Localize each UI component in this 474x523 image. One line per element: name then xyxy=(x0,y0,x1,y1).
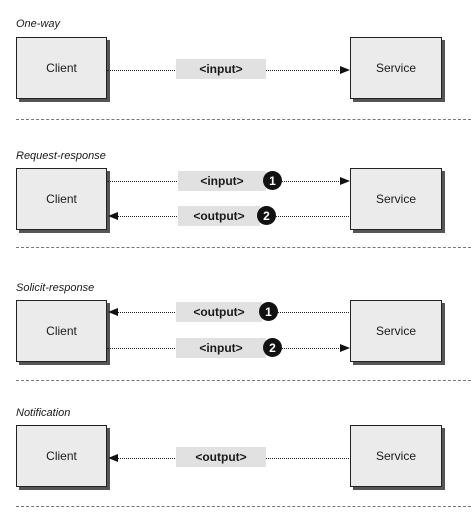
arrow-head-right xyxy=(340,344,350,352)
service-box: Service xyxy=(350,425,442,487)
message-input: <input> xyxy=(176,338,266,358)
section-title-one-way: One-way xyxy=(16,18,61,30)
service-box: Service xyxy=(350,37,442,99)
message-output: <output> xyxy=(176,447,266,467)
arrow-head-left xyxy=(108,454,118,462)
section-separator xyxy=(16,380,471,381)
message-input: <input> xyxy=(176,59,266,79)
arrow-head-right xyxy=(340,66,350,74)
step-badge-1: 1 xyxy=(259,302,278,321)
step-badge-2: 2 xyxy=(263,338,282,357)
client-box: Client xyxy=(16,300,107,362)
step-badge-2: 2 xyxy=(257,206,276,225)
service-box: Service xyxy=(350,168,442,230)
client-box: Client xyxy=(16,168,107,230)
message-output: <output> xyxy=(176,302,262,322)
section-separator xyxy=(16,119,471,120)
message-input: <input> xyxy=(178,171,266,191)
section-separator xyxy=(16,506,471,507)
section-title-request-response: Request-response xyxy=(16,150,106,162)
arrow-head-left xyxy=(108,212,118,220)
step-badge-1: 1 xyxy=(263,171,282,190)
arrow-head-right xyxy=(340,177,350,185)
section-separator xyxy=(16,247,471,248)
client-box: Client xyxy=(16,37,107,99)
section-title-notification: Notification xyxy=(16,407,71,419)
client-box: Client xyxy=(16,425,107,487)
service-box: Service xyxy=(350,300,442,362)
arrow-head-left xyxy=(108,308,118,316)
section-title-solicit-response: Solicit-response xyxy=(16,282,95,294)
message-output: <output> xyxy=(178,206,260,226)
